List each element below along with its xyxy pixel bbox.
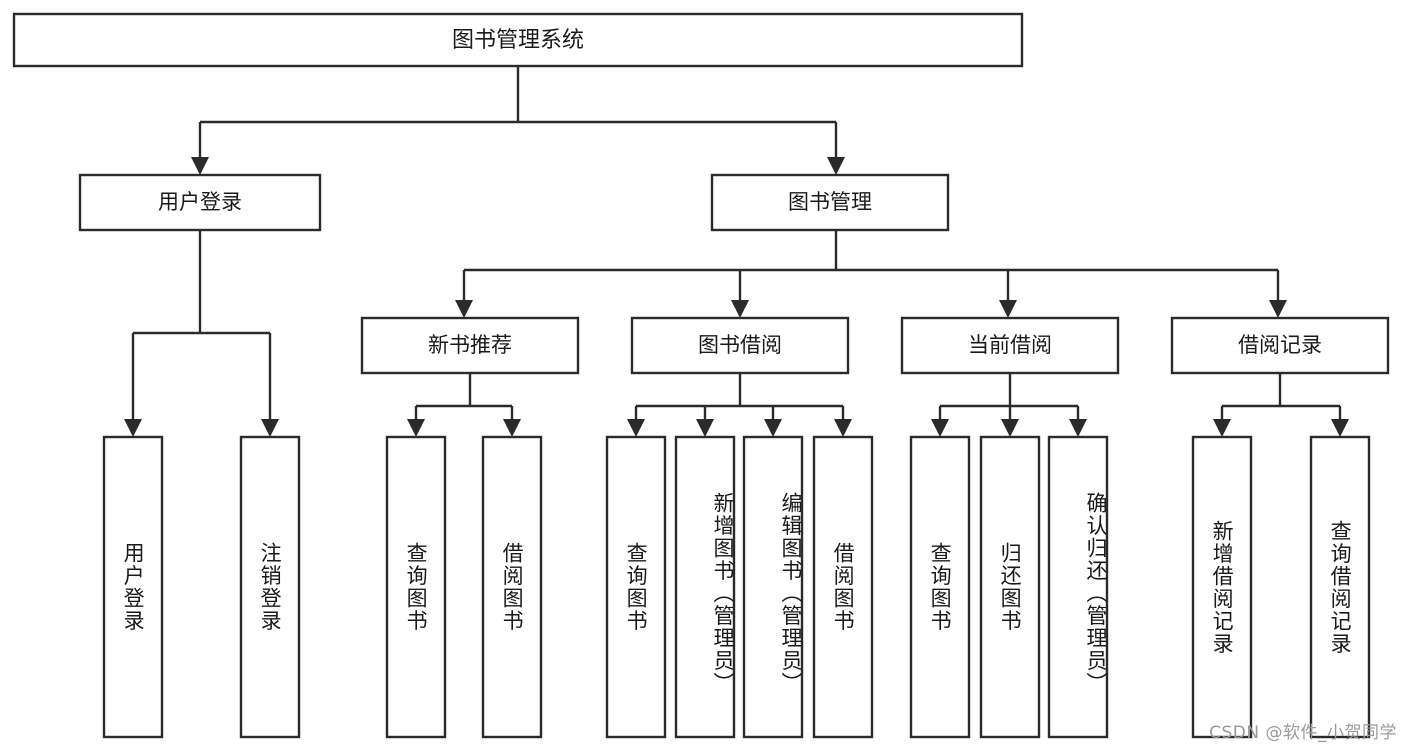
leaf-box-book-borrow-3[interactable]	[742, 435, 804, 739]
arrowhead-newbook-child-2	[503, 419, 521, 437]
arrowhead-bookborrow-child-4	[834, 419, 852, 437]
node-current-borrow-box[interactable]	[900, 316, 1120, 375]
node-book-manage-label: 图书管理	[788, 190, 872, 214]
node-borrow-record-label: 借阅记录	[1238, 333, 1322, 357]
leaf-box-book-borrow-4[interactable]	[812, 435, 874, 739]
arrowhead-bookborrow-child-1	[627, 419, 645, 437]
arrowhead-currentborrow-child-2	[1001, 419, 1019, 437]
arrowhead-book-borrow	[731, 300, 749, 318]
leaf-box-book-borrow-2[interactable]	[674, 435, 736, 739]
node-book-borrow[interactable]: 图书借阅	[630, 316, 850, 375]
connector-group	[124, 66, 1349, 437]
arrowhead-book-manage	[827, 157, 845, 175]
leaf-box-new-book-1[interactable]	[385, 435, 447, 739]
leaf-box-current-borrow-3[interactable]	[1047, 435, 1109, 739]
node-book-borrow-label: 图书借阅	[698, 333, 782, 357]
arrowhead-newbook-child-1	[407, 419, 425, 437]
node-book-manage[interactable]: 图书管理	[710, 173, 950, 232]
node-user-login[interactable]: 用户登录	[78, 173, 322, 232]
node-root[interactable]: 图书管理系统	[12, 12, 1024, 68]
leaf-box-book-borrow-1[interactable]	[605, 435, 667, 739]
leaf-box-new-book-2[interactable]	[481, 435, 543, 739]
node-user-login-box[interactable]	[78, 173, 322, 232]
arrowhead-borrowrecord-child-1	[1213, 419, 1231, 437]
node-borrow-record[interactable]: 借阅记录	[1170, 316, 1390, 375]
leaf-box-current-borrow-2[interactable]	[979, 435, 1041, 739]
leaf-box-user-login-1[interactable]	[102, 435, 164, 739]
node-user-login-label: 用户登录	[158, 190, 242, 214]
node-current-borrow[interactable]: 当前借阅	[900, 316, 1120, 375]
node-new-book-recommend-label: 新书推荐	[428, 333, 512, 357]
arrowhead-new-book	[455, 300, 473, 318]
node-root-label: 图书管理系统	[452, 28, 584, 53]
arrowhead-user-login	[191, 157, 209, 175]
node-new-book-recommend-box[interactable]	[360, 316, 580, 375]
node-borrow-record-box[interactable]	[1170, 316, 1390, 375]
leaf-box-borrow-record-2[interactable]	[1309, 435, 1371, 739]
node-book-manage-box[interactable]	[710, 173, 950, 232]
node-book-borrow-box[interactable]	[630, 316, 850, 375]
leaf-box-current-borrow-1[interactable]	[909, 435, 971, 739]
arrowhead-borrow-record	[1269, 300, 1287, 318]
arrowhead-currentborrow-child-3	[1069, 419, 1087, 437]
node-current-borrow-label: 当前借阅	[968, 333, 1052, 357]
leaf-box-user-login-2[interactable]	[239, 435, 301, 739]
arrowhead-userlogin-child-2	[261, 419, 279, 437]
watermark-text: CSDN @软件_小贺同学	[1209, 723, 1397, 743]
arrowhead-userlogin-child-1	[124, 419, 142, 437]
arrowhead-bookborrow-child-3	[764, 419, 782, 437]
arrowhead-currentborrow-child-1	[931, 419, 949, 437]
arrowhead-borrowrecord-child-2	[1331, 419, 1349, 437]
node-root-box[interactable]	[12, 12, 1024, 68]
arrowhead-bookborrow-child-2	[696, 419, 714, 437]
node-new-book-recommend[interactable]: 新书推荐	[360, 316, 580, 375]
arrowhead-current-borrow	[999, 300, 1017, 318]
leaf-box-borrow-record-1[interactable]	[1191, 435, 1253, 739]
